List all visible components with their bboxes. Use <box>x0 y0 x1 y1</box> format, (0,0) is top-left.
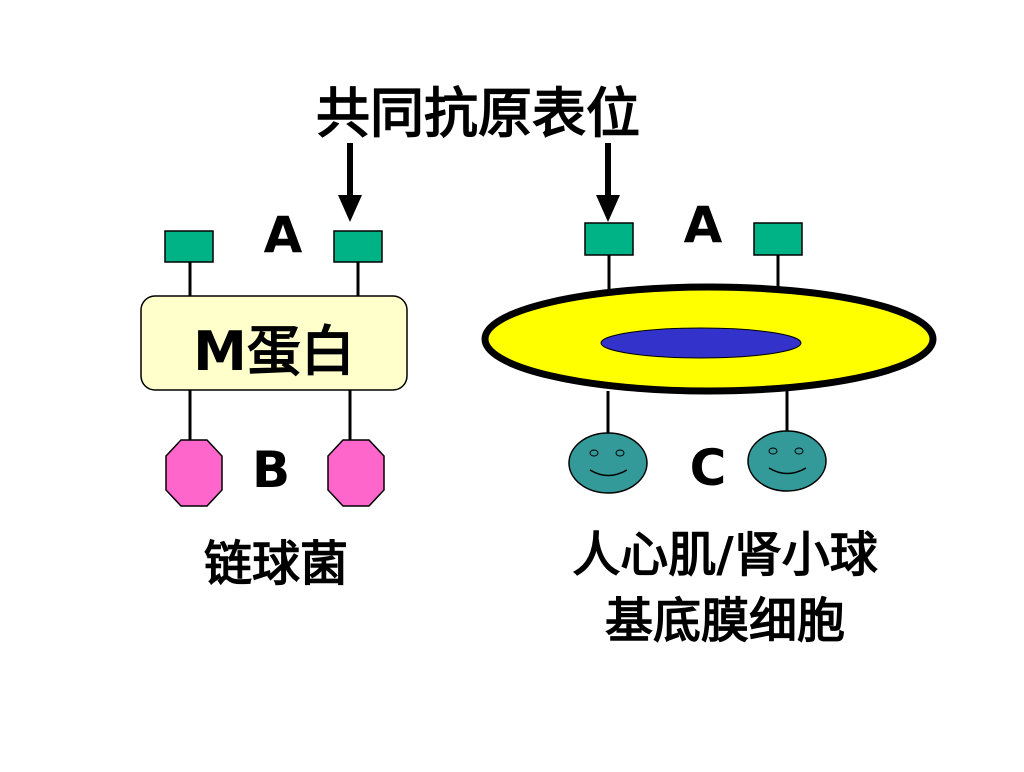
right-lower-label: C <box>690 439 727 497</box>
left-structure: A M蛋白 B 链球菌 <box>140 206 408 592</box>
smiley-1 <box>568 432 648 494</box>
m-protein-label: M蛋白 <box>193 320 355 383</box>
right-structure: A C 人心肌/肾小球 基底膜细胞 <box>481 196 937 649</box>
right-epitope-label: A <box>684 196 723 254</box>
left-lower-label: B <box>252 441 290 499</box>
arrow-left <box>338 143 362 222</box>
right-epitope-1 <box>584 222 634 256</box>
arrow-right <box>596 143 620 222</box>
left-epitope-2 <box>333 230 383 263</box>
smiley-2 <box>747 430 827 492</box>
left-octagon-1 <box>165 439 223 507</box>
title: 共同抗原表位 <box>316 82 640 145</box>
left-epitope-1 <box>164 230 214 263</box>
m-protein-box <box>140 295 408 391</box>
left-octagon-2 <box>327 439 385 507</box>
right-caption-line1: 人心肌/肾小球 <box>572 527 879 583</box>
left-epitope-label: A <box>264 206 303 264</box>
cell-nucleus <box>600 327 802 359</box>
left-caption: 链球菌 <box>204 536 348 592</box>
right-caption-line2: 基底膜细胞 <box>605 593 845 649</box>
right-epitope-2 <box>753 222 803 256</box>
